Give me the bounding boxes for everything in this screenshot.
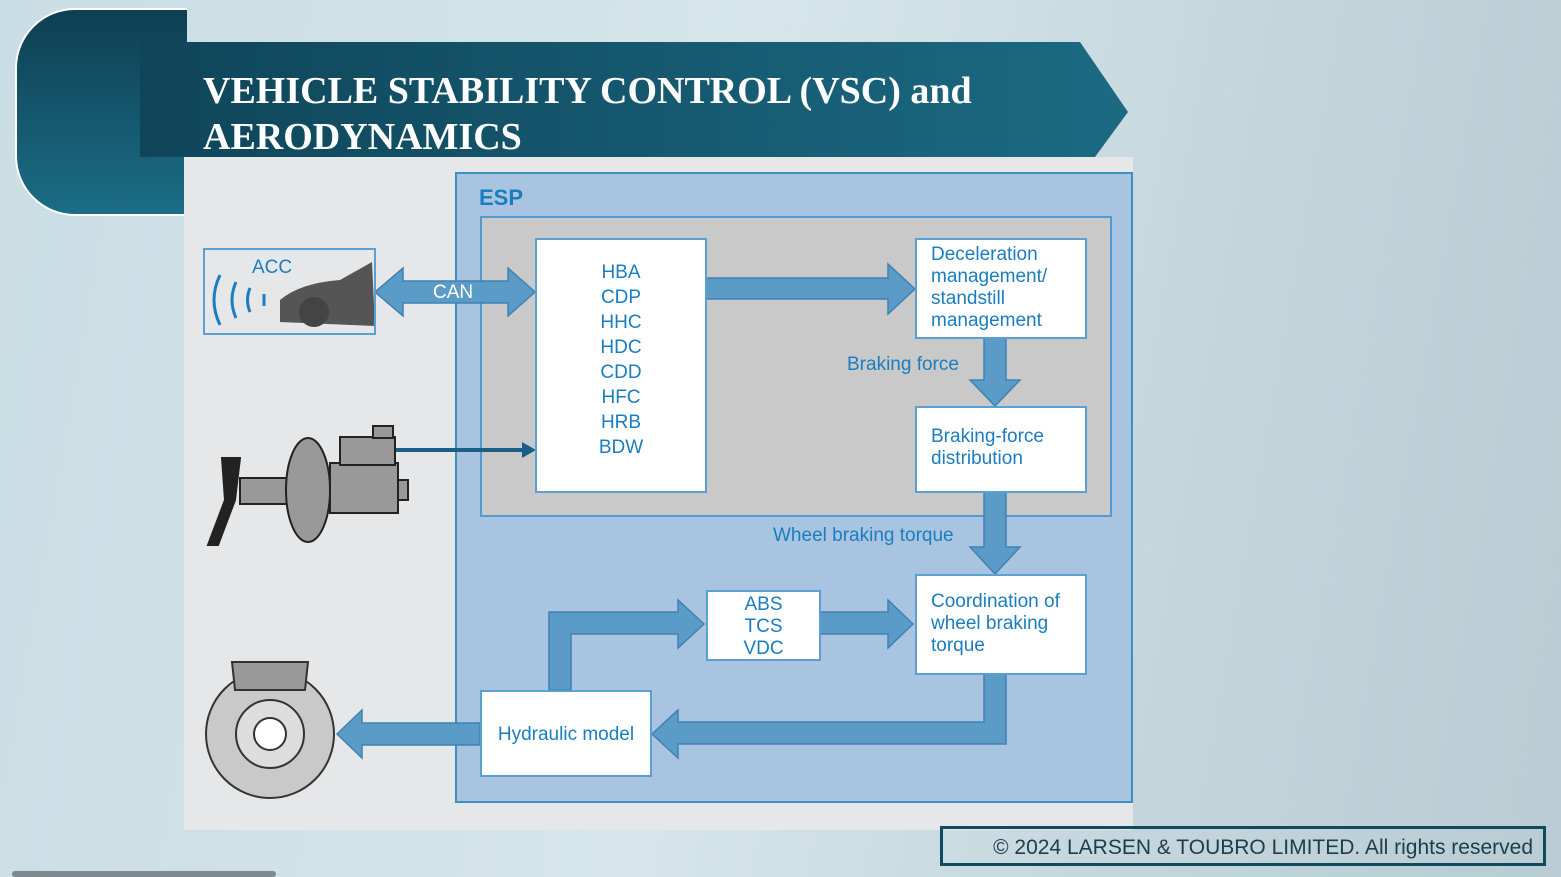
acc-box: ACC	[203, 248, 376, 335]
arrow-to-coordination	[819, 598, 915, 650]
function-item: HRB	[600, 412, 642, 433]
abs-item: ABS	[744, 594, 783, 615]
title-banner	[140, 42, 1128, 157]
can-label: CAN	[433, 282, 474, 303]
brake-disc-icon	[205, 661, 335, 799]
abs-item: VDC	[743, 638, 784, 659]
deceleration-box: Deceleration management/ standstill mana…	[915, 238, 1087, 339]
copyright-footer: © 2024 LARSEN & TOUBRO LIMITED. All righ…	[940, 826, 1546, 866]
scrollbar[interactable]	[12, 871, 276, 877]
distribution-box: Braking-force distribution	[915, 406, 1087, 493]
function-item: CDD	[600, 362, 642, 383]
function-item: CDP	[600, 287, 642, 308]
copyright-text: © 2024 LARSEN & TOUBRO LIMITED. All righ…	[993, 836, 1533, 859]
abs-box: ABS TCS VDC	[706, 590, 821, 661]
arrow-braking-force	[968, 337, 1022, 408]
arrow-to-deceleration	[705, 262, 917, 316]
wheel-torque-label: Wheel braking torque	[773, 525, 954, 546]
functions-box: HBA CDP HHC HDC CDD HFC HRB BDW	[535, 238, 707, 493]
brake-booster-icon	[206, 425, 409, 546]
pedal-arrow	[395, 442, 536, 458]
function-item: BDW	[598, 437, 644, 458]
abs-item: TCS	[744, 616, 783, 637]
braking-force-label: Braking force	[847, 354, 959, 375]
arrow-to-hydraulic	[650, 673, 1007, 760]
function-item: HHC	[600, 312, 642, 333]
function-item: HBA	[601, 262, 641, 283]
acc-label: ACC	[252, 257, 293, 278]
arrow-to-abs	[548, 598, 706, 691]
arrow-to-brake	[335, 708, 481, 760]
coordination-box: Coordination of wheel braking torque	[915, 574, 1087, 675]
radar-waves-icon	[212, 274, 266, 326]
esp-label: ESP	[479, 185, 524, 210]
hydraulic-box: Hydraulic model	[480, 690, 652, 777]
car-icon	[280, 262, 375, 327]
function-item: HFC	[601, 387, 641, 408]
arrow-wheel-torque	[968, 491, 1022, 576]
function-item: HDC	[600, 337, 642, 358]
